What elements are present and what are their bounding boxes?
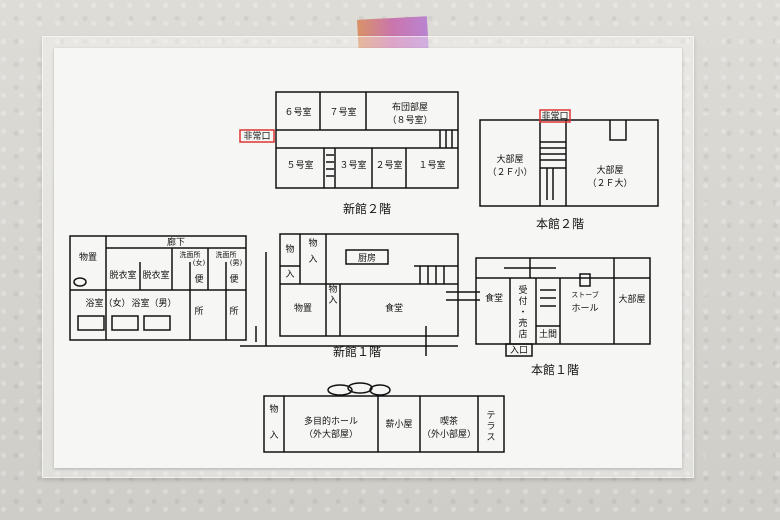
room-label: １号室 bbox=[418, 159, 445, 171]
room-label: 物 bbox=[308, 237, 317, 249]
room-label: ５号室 bbox=[286, 159, 313, 171]
room-label: 物 bbox=[285, 243, 294, 255]
room-label: （２Ｆ大） bbox=[587, 177, 632, 189]
annex-left-plan bbox=[69, 235, 247, 341]
room-label: 食堂 bbox=[385, 302, 403, 314]
room-label: （外小部屋） bbox=[422, 428, 476, 440]
room-label: 物置 bbox=[294, 302, 312, 314]
room-label: 物置 bbox=[79, 251, 97, 263]
room-label: 廊下 bbox=[167, 236, 185, 248]
room-label: 便 bbox=[229, 273, 238, 285]
honkan-2f-plan bbox=[479, 119, 659, 207]
room-label: 付 bbox=[518, 296, 527, 307]
room-label: 入口 bbox=[510, 345, 528, 356]
room-label: ス bbox=[486, 433, 495, 443]
room-label: 受 bbox=[518, 284, 527, 296]
room-label: ホール bbox=[571, 303, 598, 314]
room-label: 大部屋 bbox=[618, 293, 645, 305]
room-label: 薪小屋 bbox=[385, 418, 412, 430]
room-label: 厨房 bbox=[358, 252, 376, 264]
room-label: 売 bbox=[518, 317, 527, 329]
emergency-exit-marker bbox=[239, 129, 275, 143]
room-label: 店 bbox=[518, 328, 527, 340]
lower-building-plan bbox=[263, 382, 505, 453]
room-label: 所 bbox=[194, 306, 203, 317]
room-label: 浴室（女） bbox=[85, 297, 130, 309]
room-label: (男) bbox=[230, 259, 243, 267]
room-label: (女) bbox=[193, 258, 206, 267]
room-label: 洗面所 bbox=[180, 250, 201, 259]
route-arrows bbox=[255, 258, 556, 356]
room-label: 食堂 bbox=[485, 292, 503, 304]
honkan-1f-plan bbox=[475, 257, 651, 357]
room-label: 多目的ホール bbox=[304, 415, 358, 427]
emergency-exit-label: 非常口 bbox=[243, 130, 270, 142]
room-label: ３号室 bbox=[339, 159, 366, 171]
room-label: （外大部屋） bbox=[304, 428, 358, 440]
room-label: 喫茶 bbox=[440, 415, 458, 427]
room-label: 浴室（男） bbox=[131, 297, 176, 309]
room-label: ２号室 bbox=[375, 159, 402, 171]
room-label: ６号室 bbox=[284, 106, 311, 118]
section-title: 本館２階 bbox=[536, 216, 584, 231]
room-label: テ bbox=[486, 410, 495, 421]
room-label: ・ bbox=[518, 308, 527, 318]
room-label: 脱衣室 bbox=[109, 269, 136, 281]
emergency-exit-label: 非常口 bbox=[541, 110, 568, 122]
room-label: 物 bbox=[328, 283, 337, 295]
room-label: 土間 bbox=[539, 328, 557, 340]
room-label: ストーブ bbox=[571, 290, 599, 299]
room-label: 所 bbox=[229, 306, 238, 317]
room-label: 脱衣室 bbox=[142, 269, 169, 281]
room-label: 入 bbox=[285, 269, 294, 280]
emergency-exit-marker bbox=[539, 109, 571, 123]
shinkan-2f-plan bbox=[275, 91, 459, 189]
room-label: 入 bbox=[328, 295, 337, 306]
room-label: 大部屋 bbox=[596, 164, 623, 176]
section-title: 新館１階 bbox=[333, 344, 381, 359]
room-label: 入 bbox=[308, 254, 317, 265]
room-label: （８号室） bbox=[387, 114, 432, 126]
shinkan-1f-plan bbox=[240, 233, 459, 347]
room-label: 布団部屋 bbox=[392, 101, 428, 113]
room-label: 入 bbox=[269, 430, 278, 441]
section-title: 本館１階 bbox=[531, 362, 579, 377]
room-label: ラ bbox=[486, 421, 495, 432]
room-label: （２Ｆ小） bbox=[487, 167, 532, 178]
room-label: ７号室 bbox=[329, 106, 356, 118]
room-label: 便 bbox=[194, 273, 203, 285]
room-label: 洗面所 bbox=[216, 250, 237, 259]
section-title: 新館２階 bbox=[343, 201, 391, 216]
room-label: 物 bbox=[269, 403, 278, 415]
room-label: 大部屋 bbox=[496, 153, 523, 165]
